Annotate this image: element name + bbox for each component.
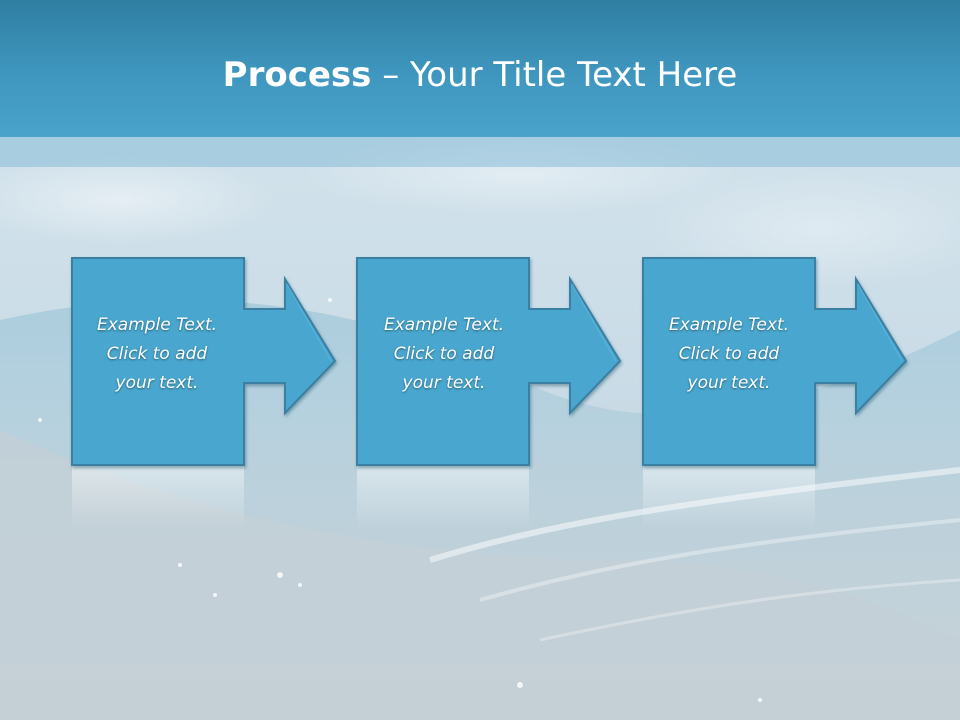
step-1-line-2: Click to add	[106, 344, 208, 364]
step-3-line-3: your text.	[687, 373, 771, 393]
arrow-right-icon	[286, 283, 903, 362]
step-3-line-2: Click to add	[678, 344, 780, 364]
process-step-3-text[interactable]: Example Text. Click to add your text.	[644, 311, 814, 398]
step-3-line-1: Example Text.	[668, 315, 790, 335]
title-strip	[0, 137, 960, 167]
step-1-line-3: your text.	[115, 373, 199, 393]
step-1-line-1: Example Text.	[96, 315, 218, 335]
title-bold-part: Process	[222, 55, 372, 95]
process-step-1-shape[interactable]	[71, 257, 337, 466]
slide-title[interactable]: Process – Your Title Text Here	[0, 52, 960, 98]
title-separator: –	[371, 55, 411, 95]
process-step-2-shape[interactable]	[356, 257, 622, 466]
step-2-line-3: your text.	[402, 373, 486, 393]
process-step-2-text[interactable]: Example Text. Click to add your text.	[359, 311, 529, 398]
process-step-3-shape[interactable]	[642, 257, 908, 466]
process-step-1-text[interactable]: Example Text. Click to add your text.	[72, 311, 242, 398]
step-2-line-1: Example Text.	[383, 315, 505, 335]
title-bar	[0, 0, 960, 137]
step-2-line-2: Click to add	[393, 344, 495, 364]
title-rest-part: Your Title Text Here	[410, 55, 738, 95]
